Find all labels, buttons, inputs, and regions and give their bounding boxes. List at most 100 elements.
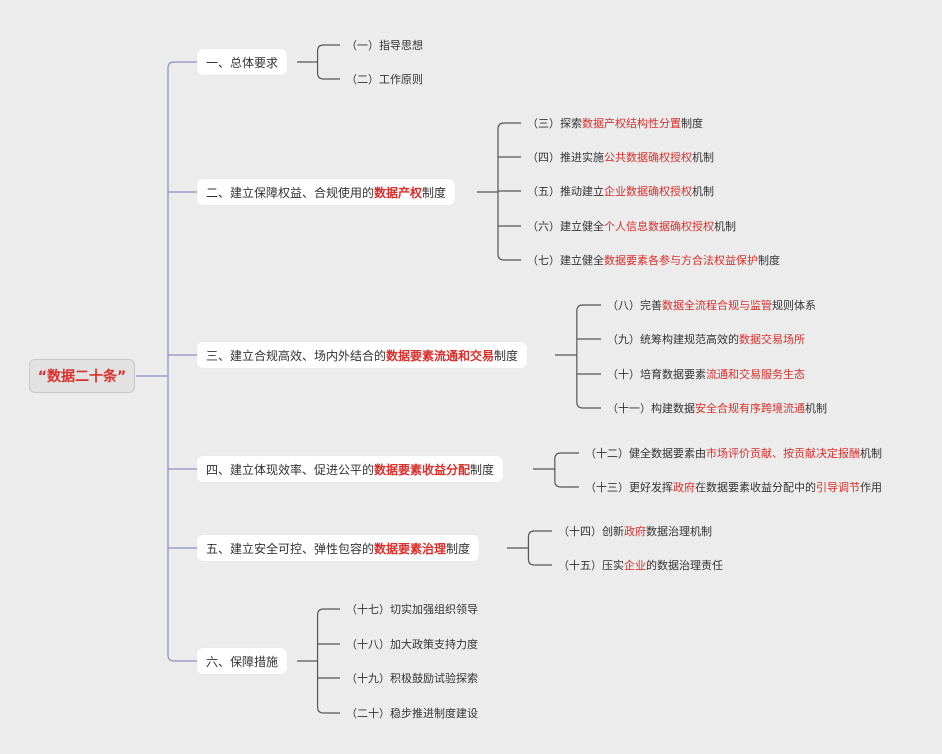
leaf-node[interactable]: （三）探索数据产权结构性分置制度: [527, 114, 703, 132]
leaf-text: 机制: [714, 220, 736, 233]
leaf-text: （九）统筹构建规范高效的: [607, 333, 739, 346]
leaf-text: （十一）构建数据: [607, 402, 695, 415]
leaf-text-highlight: 企业数据确权授权: [604, 185, 692, 198]
leaf-text: 机制: [692, 185, 714, 198]
leaf-node[interactable]: （十一）构建数据安全合规有序跨境流通机制: [607, 399, 827, 417]
leaf-text: （八）完善: [607, 299, 662, 312]
branch-node-2[interactable]: 二、建立保障权益、合规使用的数据产权制度: [197, 179, 456, 205]
branch-text: 三、建立合规高效、场内外结合的: [206, 348, 387, 363]
leaf-text: 制度: [681, 117, 703, 130]
branch-text-highlight: 数据要素流通和交易: [386, 348, 495, 363]
leaf-node[interactable]: （九）统筹构建规范高效的数据交易场所: [607, 330, 805, 348]
leaf-text: （二）工作原则: [346, 73, 423, 86]
branch-text: 一、总体要求: [206, 55, 279, 70]
leaf-text-highlight: 市场评价贡献、按贡献决定报酬: [706, 447, 860, 460]
leaf-node[interactable]: （八）完善数据全流程合规与监管规则体系: [607, 296, 816, 314]
leaf-text-highlight: 政府: [673, 481, 695, 494]
leaf-text: 在数据要素收益分配中的: [695, 481, 816, 494]
leaf-text-highlight: 政府: [624, 525, 646, 538]
branch-text: 五、建立安全可控、弹性包容的: [206, 541, 375, 556]
leaf-text: 数据治理机制: [646, 525, 712, 538]
leaf-text-highlight: 安全合规有序跨境流通: [695, 402, 805, 415]
leaf-connector: [316, 72, 340, 80]
leaf-connector: [316, 44, 340, 52]
leaf-node[interactable]: （六）建立健全个人信息数据确权授权机制: [527, 217, 736, 235]
leaf-connector: [497, 253, 521, 261]
leaf-text-highlight: 数据交易场所: [739, 333, 805, 346]
leaf-text: （十四）创新: [558, 525, 624, 538]
leaf-text: （二十）稳步推进制度建设: [346, 707, 478, 720]
branch-text-highlight: 数据要素收益分配: [374, 462, 471, 477]
leaf-text-highlight: 公共数据确权授权: [604, 151, 692, 164]
leaf-text: （十八）加大政策支持力度: [346, 638, 478, 651]
leaf-text: （六）建立健全: [527, 220, 604, 233]
leaf-node[interactable]: （七）建立健全数据要素各参与方合法权益保护制度: [527, 251, 780, 269]
leaf-text: （十三）更好发挥: [585, 481, 673, 494]
leaf-connector: [554, 480, 579, 488]
leaf-node[interactable]: （十七）切实加强组织领导: [346, 600, 478, 618]
leaf-text: （三）探索: [527, 117, 582, 130]
leaf-node[interactable]: （十五）压实企业的数据治理责任: [558, 556, 723, 574]
leaf-connector: [576, 304, 601, 312]
branch-text: 二、建立保障权益、合规使用的: [206, 185, 375, 200]
branch-text-highlight: 数据要素治理: [374, 541, 447, 556]
root-node[interactable]: “数据二十条”: [29, 359, 135, 393]
leaf-text: （十九）积极鼓励试验探索: [346, 672, 478, 685]
leaf-node[interactable]: （十）培育数据要素流通和交易服务生态: [607, 365, 805, 383]
leaf-connector: [527, 530, 552, 538]
branch-text: 制度: [446, 541, 471, 556]
leaf-connector: [527, 558, 552, 566]
leaf-connector: [576, 401, 601, 409]
leaf-node[interactable]: （五）推动建立企业数据确权授权机制: [527, 182, 714, 200]
branch-node-1[interactable]: 一、总体要求: [197, 49, 288, 75]
leaf-text: （一）指导思想: [346, 39, 423, 52]
branch-text: 四、建立体现效率、促进公平的: [206, 462, 375, 477]
leaf-text-highlight: 数据产权结构性分置: [582, 117, 681, 130]
leaf-text: （十五）压实: [558, 559, 624, 572]
leaf-node[interactable]: （一）指导思想: [346, 36, 423, 54]
leaf-node[interactable]: （十三）更好发挥政府在数据要素收益分配中的引导调节作用: [585, 478, 882, 496]
leaf-text: 机制: [805, 402, 827, 415]
leaf-node[interactable]: （十二）健全数据要素由市场评价贡献、按贡献决定报酬机制: [585, 444, 882, 462]
leaf-text: 机制: [692, 151, 714, 164]
leaf-text-highlight: 个人信息数据确权授权: [604, 220, 714, 233]
leaf-connector: [554, 452, 579, 460]
leaf-text: 作用: [860, 481, 882, 494]
leaf-node[interactable]: （二十）稳步推进制度建设: [346, 704, 478, 722]
leaf-node[interactable]: （十四）创新政府数据治理机制: [558, 522, 712, 540]
leaf-text: （四）推进实施: [527, 151, 604, 164]
leaf-text-highlight: 引导调节: [816, 481, 860, 494]
branch-node-6[interactable]: 六、保障措施: [197, 648, 288, 674]
leaf-text: 制度: [758, 254, 780, 267]
leaf-node[interactable]: （十九）积极鼓励试验探索: [346, 669, 478, 687]
leaf-text: 机制: [860, 447, 882, 460]
branch-text: 六、保障措施: [206, 654, 279, 669]
leaf-text: （七）建立健全: [527, 254, 604, 267]
leaf-text-highlight: 数据要素各参与方合法权益保护: [604, 254, 758, 267]
leaf-node[interactable]: （四）推进实施公共数据确权授权机制: [527, 148, 714, 166]
leaf-text: （十二）健全数据要素由: [585, 447, 706, 460]
branch-connector: [167, 654, 197, 662]
branch-text: 制度: [470, 462, 495, 477]
branch-node-4[interactable]: 四、建立体现效率、促进公平的数据要素收益分配制度: [197, 456, 504, 482]
leaf-text: 规则体系: [772, 299, 816, 312]
leaf-text: （十七）切实加强组织领导: [346, 603, 478, 616]
leaf-node[interactable]: （十八）加大政策支持力度: [346, 635, 478, 653]
leaf-connector: [316, 608, 340, 616]
leaf-text-highlight: 企业: [624, 559, 646, 572]
branch-node-5[interactable]: 五、建立安全可控、弹性包容的数据要素治理制度: [197, 535, 480, 561]
branch-connector: [167, 61, 197, 69]
leaf-node[interactable]: （二）工作原则: [346, 70, 423, 88]
leaf-text-highlight: 流通和交易服务生态: [706, 368, 805, 381]
branch-text-highlight: 数据产权: [374, 185, 423, 200]
branch-text: 制度: [422, 185, 447, 200]
leaf-text: （十）培育数据要素: [607, 368, 706, 381]
leaf-connector: [497, 122, 521, 130]
branch-text: 制度: [494, 348, 519, 363]
leaf-connector: [316, 706, 340, 714]
leaf-text: 的数据治理责任: [646, 559, 723, 572]
leaf-text-highlight: 数据全流程合规与监管: [662, 299, 772, 312]
branch-node-3[interactable]: 三、建立合规高效、场内外结合的数据要素流通和交易制度: [197, 342, 528, 368]
